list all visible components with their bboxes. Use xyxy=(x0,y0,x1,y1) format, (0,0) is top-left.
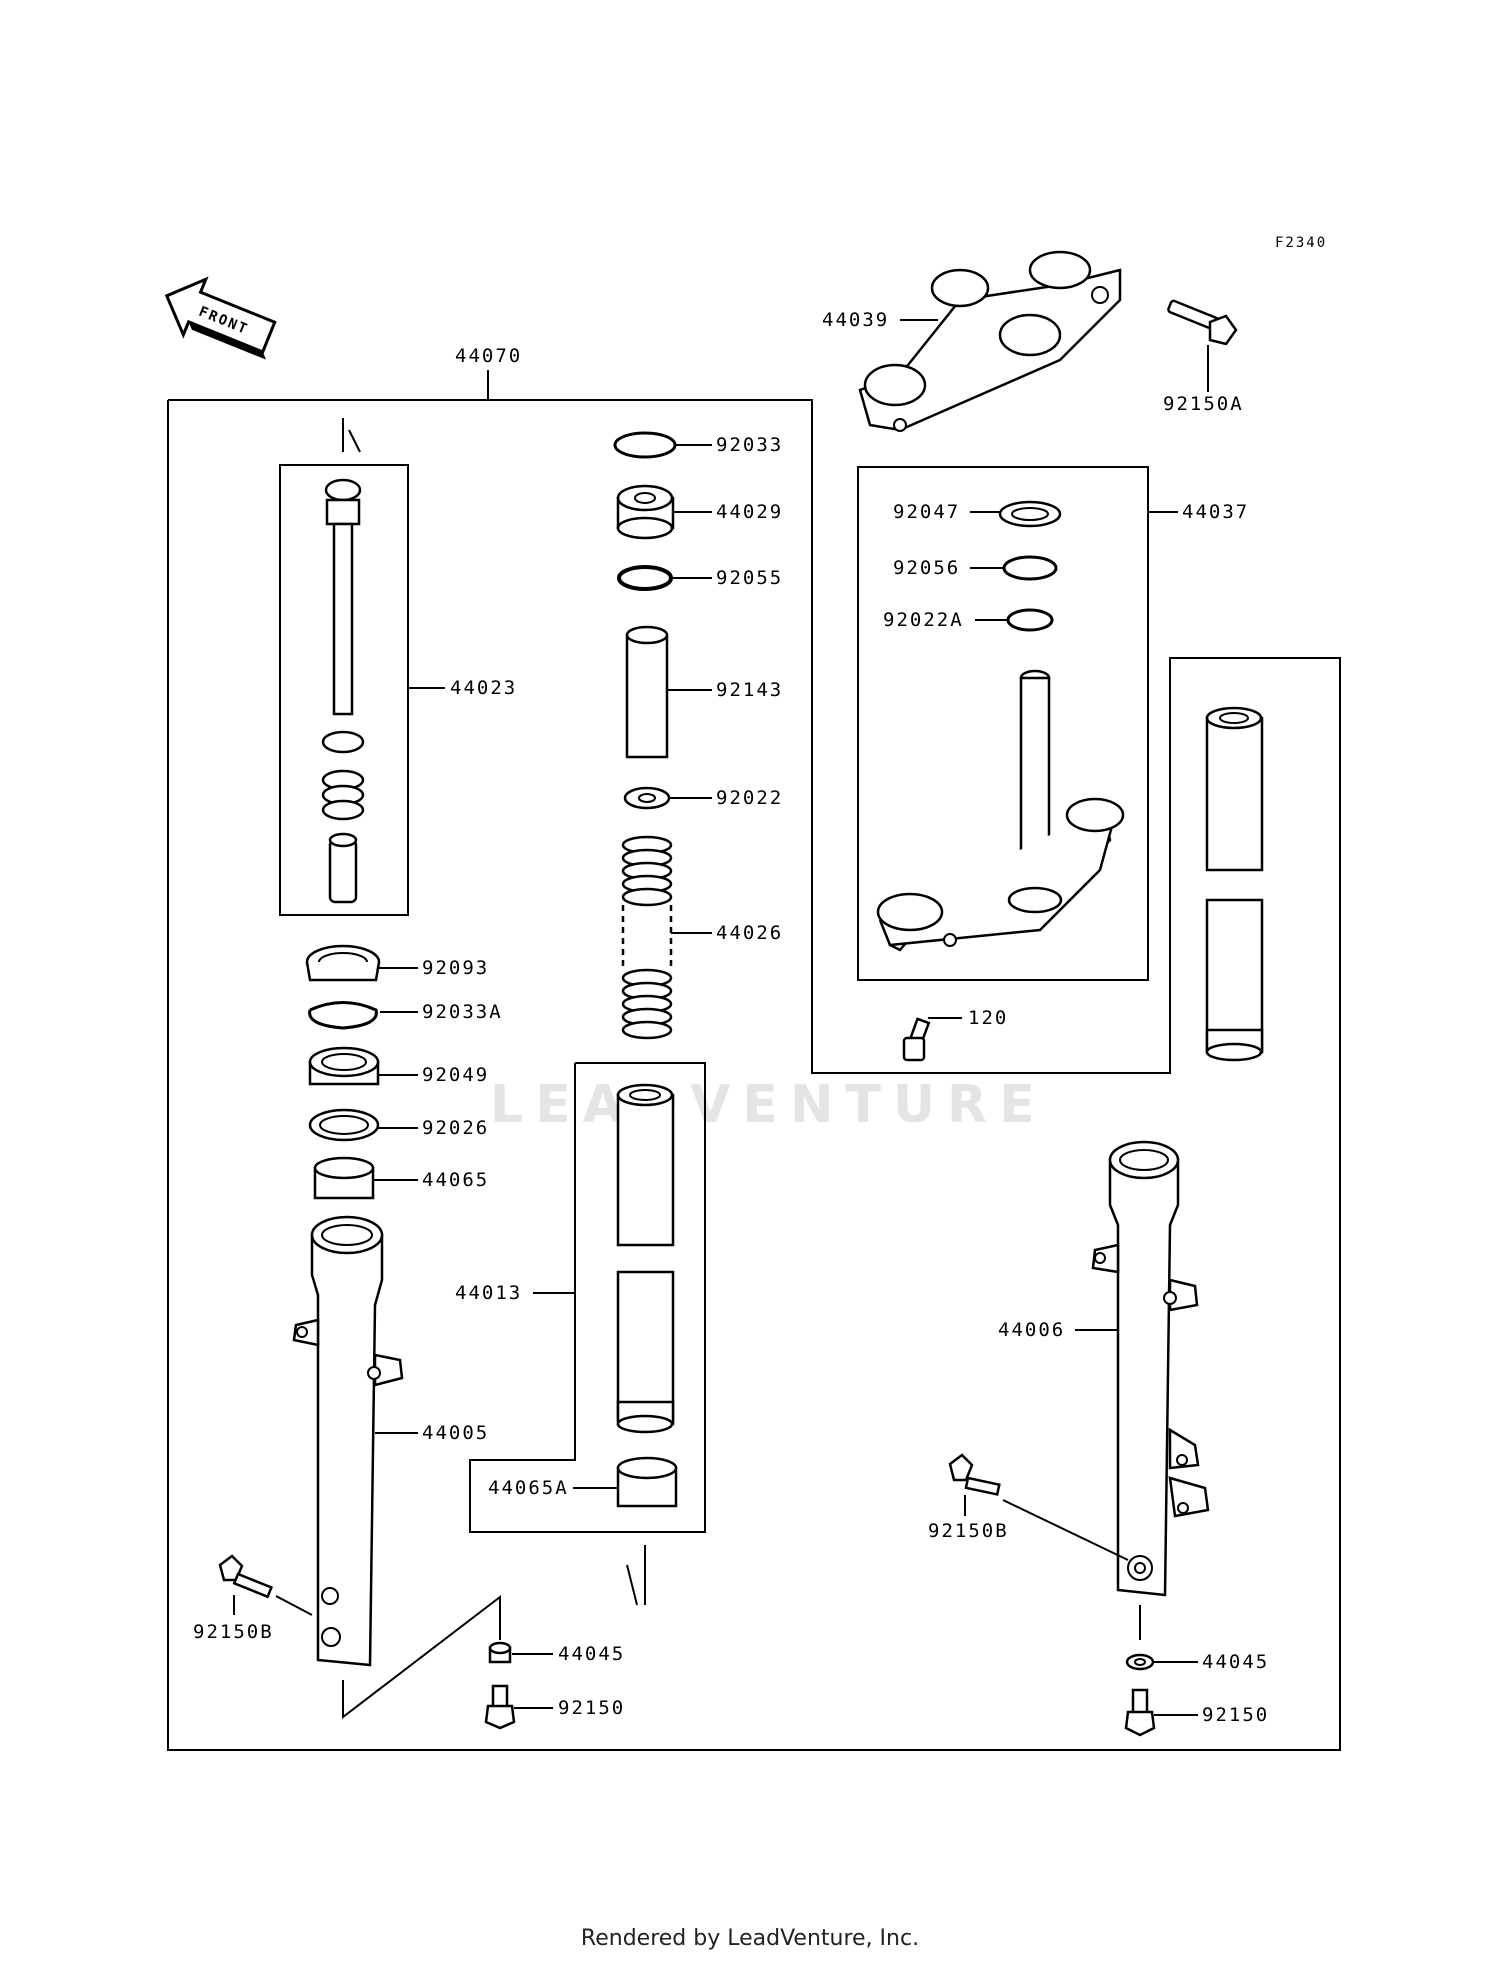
label-92150B-left: 92150B xyxy=(193,1621,274,1643)
part-92150B-bolt-right xyxy=(948,1453,1001,1496)
label-92047: 92047 xyxy=(893,501,960,523)
label-44023: 44023 xyxy=(450,677,517,699)
label-44045-mid: 44045 xyxy=(558,1643,625,1665)
label-44065: 44065 xyxy=(422,1169,489,1191)
part-44045-washer-right xyxy=(1125,1653,1155,1671)
part-44039-upper-bracket xyxy=(858,250,1122,432)
diagram-code: F2340 xyxy=(1275,235,1327,251)
part-92093-dust-seal xyxy=(305,944,381,982)
label-92093: 92093 xyxy=(422,957,489,979)
part-44006-right-outer-tube xyxy=(1091,1140,1210,1597)
label-44006: 44006 xyxy=(998,1319,1065,1341)
footer-credit: Rendered by LeadVenture, Inc. xyxy=(581,1926,919,1951)
label-92150-mid: 92150 xyxy=(558,1697,625,1719)
part-44029-cap xyxy=(616,484,675,540)
label-44065A: 44065A xyxy=(488,1477,569,1499)
label-44045-right: 44045 xyxy=(1202,1651,1269,1673)
part-92022-washer xyxy=(623,786,671,810)
label-92026: 92026 xyxy=(422,1117,489,1139)
label-44029: 44029 xyxy=(716,501,783,523)
label-92022: 92022 xyxy=(716,787,783,809)
label-44026: 44026 xyxy=(716,922,783,944)
part-44023-damper-rod xyxy=(321,478,365,904)
part-44026-spring xyxy=(621,835,673,1040)
part-right-inner-tube xyxy=(1205,706,1264,1062)
label-92055: 92055 xyxy=(716,567,783,589)
box-44023 xyxy=(279,464,409,916)
label-92022A: 92022A xyxy=(883,609,964,631)
label-120: 120 xyxy=(968,1007,1008,1029)
part-44065-bushing xyxy=(313,1156,375,1200)
label-92056: 92056 xyxy=(893,557,960,579)
part-44045-washer-mid xyxy=(488,1641,512,1664)
label-44005: 44005 xyxy=(422,1422,489,1444)
part-stem-lower-bracket xyxy=(876,669,1125,952)
label-92049: 92049 xyxy=(422,1064,489,1086)
label-92150B-right: 92150B xyxy=(928,1520,1009,1542)
part-44065A-bushing xyxy=(616,1456,678,1508)
part-44005-left-outer-tube xyxy=(292,1215,404,1667)
part-92150B-bolt-left xyxy=(218,1554,274,1599)
label-92150A: 92150A xyxy=(1163,393,1244,415)
part-92150A-bolt xyxy=(1167,299,1238,346)
box-44037 xyxy=(857,466,1149,981)
part-92049-oil-seal xyxy=(308,1046,380,1086)
watermark-text: LEADVENTURE xyxy=(490,1075,1047,1135)
part-92022A-washer xyxy=(1006,608,1054,632)
part-92150-bolt-mid xyxy=(484,1684,516,1730)
part-92055-o-ring xyxy=(617,565,673,591)
part-92056-ring xyxy=(1002,555,1058,581)
part-92150-bolt-right xyxy=(1124,1688,1156,1737)
front-arrow-icon: FRONT xyxy=(164,276,277,360)
part-92033-circlip xyxy=(613,431,677,459)
label-44037: 44037 xyxy=(1182,501,1249,523)
label-92150-right: 92150 xyxy=(1202,1704,1269,1726)
label-44070: 44070 xyxy=(455,345,522,367)
box-44013 xyxy=(469,1062,706,1533)
part-44013-inner-tube xyxy=(616,1083,675,1434)
part-92033A-clip xyxy=(308,1001,378,1030)
part-92047-seal xyxy=(998,500,1062,528)
label-44013: 44013 xyxy=(455,1282,522,1304)
assembly-outline-44070 xyxy=(167,399,1341,1751)
label-92143: 92143 xyxy=(716,679,783,701)
part-92026-washer xyxy=(308,1108,380,1142)
part-120-bolt xyxy=(902,1017,931,1062)
label-44039: 44039 xyxy=(822,309,889,331)
label-92033A: 92033A xyxy=(422,1001,503,1023)
label-92033: 92033 xyxy=(716,434,783,456)
part-92143-collar xyxy=(625,625,669,759)
